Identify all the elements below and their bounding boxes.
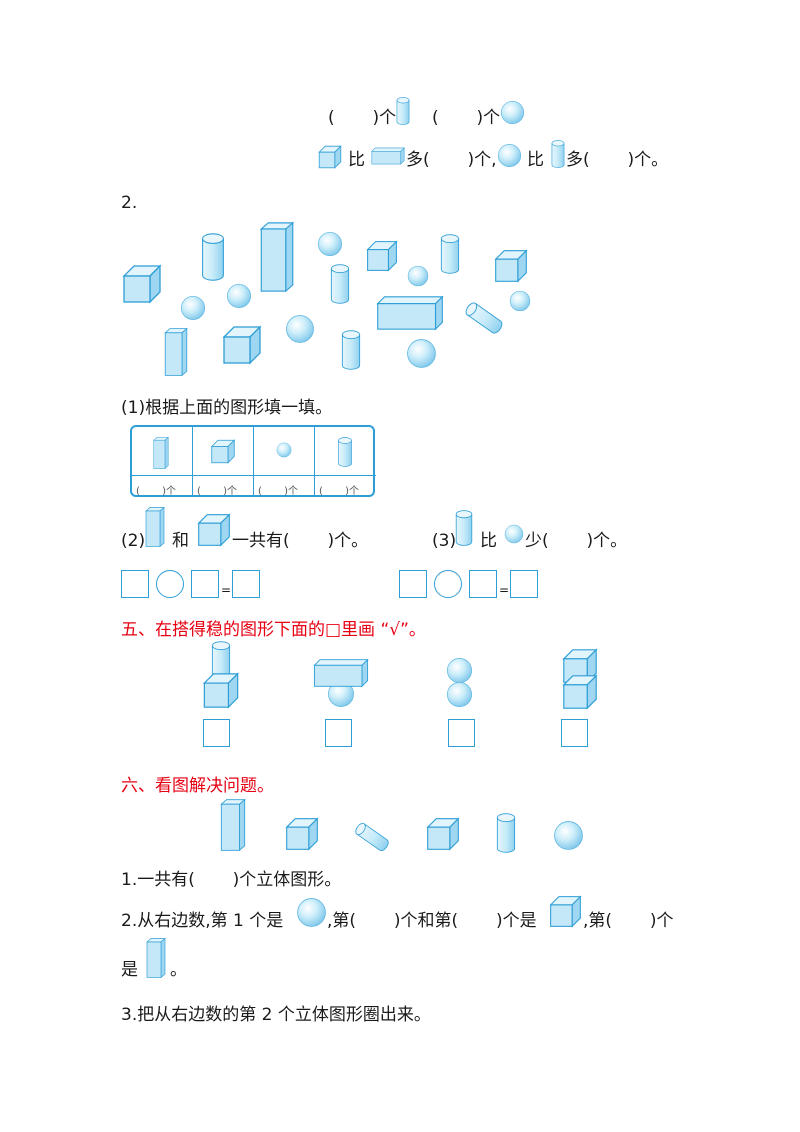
question-6-2-part-b[interactable]: ,第( )个和第( )个是 (327, 911, 537, 931)
sphere-icon (509, 290, 531, 312)
cube-icon (211, 439, 235, 464)
cylinder-icon (396, 97, 410, 125)
count-blank-cylinder[interactable]: ( )个 (328, 108, 397, 128)
table-cell-cube: ( )个 (193, 427, 254, 497)
compare-more-blank[interactable]: 多( )个, (406, 150, 497, 170)
sphere-icon (276, 442, 292, 458)
answer-box[interactable] (510, 570, 538, 598)
checkbox-square[interactable] (325, 719, 352, 747)
cuboid-tall-icon (153, 437, 169, 469)
sphere-icon (226, 283, 252, 309)
cube-icon (198, 514, 230, 546)
sphere-icon (447, 682, 472, 707)
cylinder-lying-icon (463, 300, 505, 336)
equals-sign: = (499, 583, 510, 597)
compare-more-blank-2[interactable]: 多( )个。 (566, 150, 669, 170)
total-blank[interactable]: 一共有( )个。 (232, 531, 369, 551)
checkbox-square[interactable] (448, 719, 475, 747)
question-2-label: 2. (121, 193, 138, 213)
fewer-blank[interactable]: 少( )个。 (525, 531, 628, 551)
table-cell-cuboid: ( )个 (132, 427, 193, 497)
cube-icon (495, 250, 527, 282)
sphere-icon (180, 295, 206, 321)
table-blank[interactable]: ( )个 (197, 486, 238, 497)
cylinder-icon (496, 813, 516, 853)
question-6-1: 1.一共有( )个立体图形。 (121, 870, 342, 890)
cylinder-lying-icon (353, 821, 391, 853)
table-blank[interactable]: ( )个 (136, 486, 177, 497)
equals-sign: = (221, 583, 232, 597)
compare-bi-label: 比 (348, 150, 365, 170)
cylinder-icon (338, 437, 352, 467)
cube-icon (223, 326, 261, 364)
table-blank[interactable]: ( )个 (319, 486, 360, 497)
cube-icon (563, 675, 597, 709)
question-6-2-part-c[interactable]: ,第( )个 (583, 911, 674, 931)
answer-box[interactable] (399, 570, 427, 598)
cuboid-tall-icon (145, 507, 165, 547)
sphere-icon (297, 898, 326, 927)
section-5-title: 五、在搭得稳的图形下面的□里画 “√”。 (121, 620, 426, 640)
cylinder-icon (330, 264, 350, 304)
compare-bi-label-2: 比 (527, 150, 544, 170)
cuboid-flat-icon (313, 659, 369, 687)
cuboid-tall-icon (164, 328, 188, 376)
cuboid-flat-icon (377, 296, 443, 330)
sphere-icon (447, 658, 472, 683)
section-6-title: 六、看图解决问题。 (121, 776, 274, 796)
count-blank-sphere[interactable]: ( )个 (432, 108, 501, 128)
answer-box[interactable] (469, 570, 497, 598)
cube-icon (203, 673, 239, 708)
cube-icon (367, 241, 397, 271)
cylinder-icon (341, 330, 361, 370)
sphere-icon (504, 524, 524, 544)
checkbox-square[interactable] (203, 719, 230, 747)
question-6-2-part-e: 。 (170, 960, 187, 980)
sphere-icon (500, 100, 525, 125)
cuboid-icon (371, 147, 405, 165)
table-cell-cylinder: ( )个 (315, 427, 376, 497)
sub-question-2-label: (2) (121, 531, 146, 551)
cube-icon (318, 145, 342, 169)
operator-circle[interactable] (434, 570, 462, 598)
count-table: ( )个 ( )个 ( )个 ( )个 (130, 425, 376, 497)
operator-circle[interactable] (156, 570, 184, 598)
sub-question-1: (1)根据上面的图形填一填。 (121, 398, 333, 418)
cylinder-icon (201, 233, 225, 281)
sphere-icon (407, 339, 436, 368)
table-blank[interactable]: ( )个 (258, 486, 299, 497)
cuboid-tall-icon (260, 222, 294, 292)
and-label: 和 (172, 531, 189, 551)
sub-question-3-label: (3) (432, 531, 457, 551)
question-6-3: 3.把从右边数的第 2 个立体图形圈出来。 (121, 1005, 431, 1025)
sphere-icon (554, 821, 583, 850)
cube-icon (427, 818, 459, 850)
question-6-2-part-d: 是 (121, 960, 138, 980)
cube-icon (123, 265, 161, 303)
cylinder-icon (551, 140, 565, 168)
sphere-icon (497, 143, 522, 168)
compare-bi-label-3: 比 (480, 531, 497, 551)
cuboid-tall-icon (146, 938, 166, 978)
answer-box[interactable] (191, 570, 219, 598)
cylinder-icon (440, 234, 460, 274)
cuboid-tall-icon (220, 799, 246, 851)
question-6-2-part-a: 2.从右边数,第 1 个是 (121, 911, 284, 931)
checkbox-square[interactable] (561, 719, 588, 747)
cylinder-icon (455, 510, 473, 546)
answer-box[interactable] (121, 570, 149, 598)
sphere-icon (286, 315, 314, 343)
answer-box[interactable] (232, 570, 260, 598)
sphere-icon (407, 265, 429, 287)
cube-icon (550, 896, 581, 927)
sphere-icon (317, 231, 343, 257)
table-cell-sphere: ( )个 (254, 427, 315, 497)
cube-icon (286, 818, 318, 850)
